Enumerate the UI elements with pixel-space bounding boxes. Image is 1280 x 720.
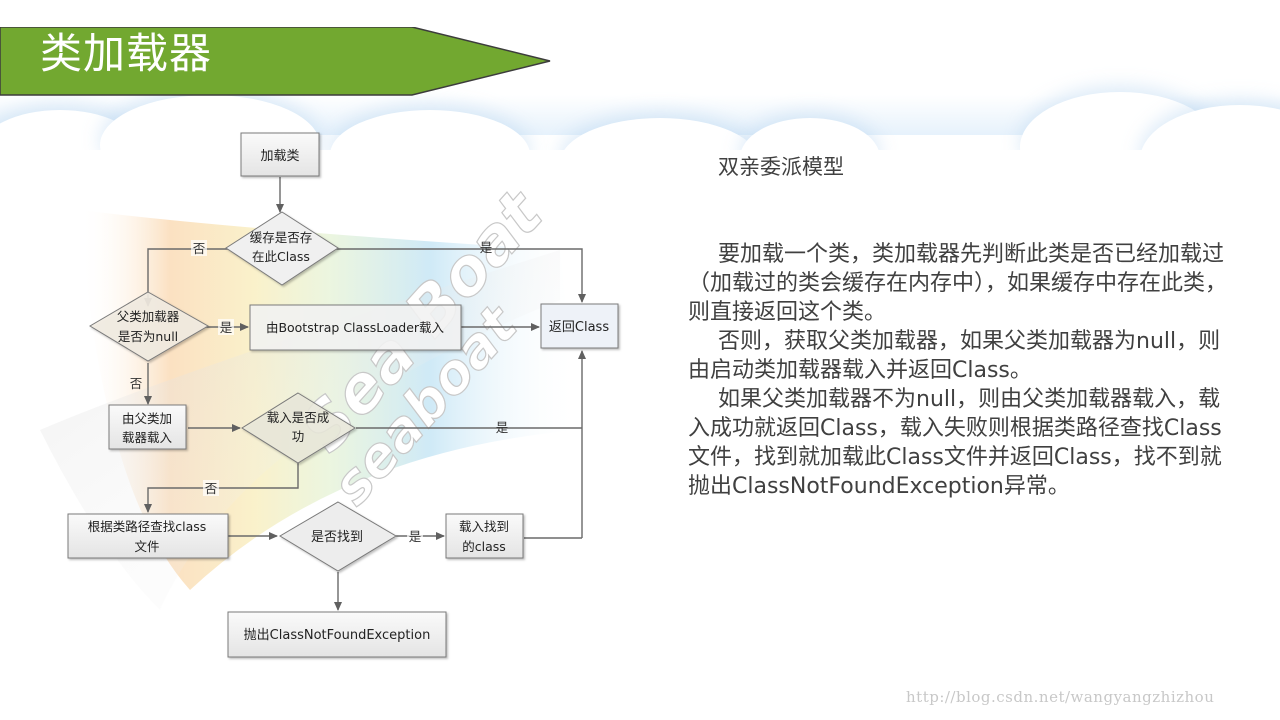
svg-text:由父类加: 由父类加	[122, 411, 172, 426]
flowchart: 加载类 缓存是否存 在此Class 父类加载器 是否为null 由Bootstr…	[67, 132, 619, 658]
node-load-found-class: 载入找到 的class	[445, 513, 524, 559]
node-found-check: 是否找到	[279, 501, 397, 572]
edge-label-yes: 是	[480, 240, 493, 255]
svg-text:根据类路径查找class: 根据类路径查找class	[88, 519, 207, 534]
svg-text:由Bootstrap ClassLoader载入: 由Bootstrap ClassLoader载入	[266, 320, 445, 335]
node-return-class: 返回Class	[540, 303, 619, 349]
edge-label-yes: 是	[496, 420, 509, 435]
svg-text:是否为null: 是否为null	[118, 329, 178, 344]
svg-text:加载类: 加载类	[260, 149, 299, 164]
title-banner	[0, 27, 551, 96]
svg-text:抛出ClassNotFoundException: 抛出ClassNotFoundException	[244, 628, 431, 643]
node-cache-check: 缓存是否存 在此Class	[225, 211, 339, 286]
edge-label-no: 否	[205, 481, 218, 496]
node-load-success-check: 载入是否成 功	[241, 392, 356, 464]
svg-text:是否找到: 是否找到	[311, 530, 363, 545]
svg-text:父类加载器: 父类加载器	[117, 309, 180, 324]
svg-text:载入是否成: 载入是否成	[267, 410, 330, 425]
edge-label-yes: 是	[220, 320, 233, 335]
node-find-by-path: 根据类路径查找class 文件	[67, 513, 229, 559]
svg-text:载器载入: 载器载入	[122, 430, 173, 445]
paragraph: 如果父类加载器不为null，则由父类加载器载入，载入成功就返回Class，载入失…	[688, 387, 1222, 499]
slide-title: 类加载器	[40, 29, 213, 78]
svg-text:功: 功	[292, 429, 305, 444]
node-throw-exception: 抛出ClassNotFoundException	[227, 611, 447, 658]
svg-text:缓存是否存: 缓存是否存	[250, 230, 313, 245]
svg-text:载入找到: 载入找到	[459, 519, 509, 534]
section-heading: 双亲委派模型	[718, 155, 844, 179]
explanation-text: 要加载一个类，类加载器先判断此类是否已经加载过（加载过的类会缓存在内存中），如果…	[688, 240, 1228, 501]
paragraph: 要加载一个类，类加载器先判断此类是否已经加载过（加载过的类会缓存在内存中），如果…	[688, 242, 1228, 325]
node-bootstrap-load: 由Bootstrap ClassLoader载入	[249, 304, 462, 351]
svg-text:文件: 文件	[134, 539, 159, 554]
edge-label-no: 否	[193, 241, 206, 256]
svg-text:的class: 的class	[462, 539, 506, 554]
edge-label-yes: 是	[409, 529, 422, 544]
svg-text:返回Class: 返回Class	[549, 320, 609, 335]
node-parent-null-check: 父类加载器 是否为null	[89, 291, 210, 362]
node-load-class: 加载类	[240, 132, 320, 177]
source-url-watermark: http://blog.csdn.net/wangyangzhizhou	[906, 688, 1215, 706]
paragraph: 否则，获取父类加载器，如果父类加载器为null，则由启动类加载器载入并返回Cla…	[688, 329, 1221, 383]
node-parent-load: 由父类加 载器载入	[108, 404, 187, 450]
edge-label-no: 否	[130, 376, 143, 391]
svg-text:在此Class: 在此Class	[252, 249, 310, 264]
